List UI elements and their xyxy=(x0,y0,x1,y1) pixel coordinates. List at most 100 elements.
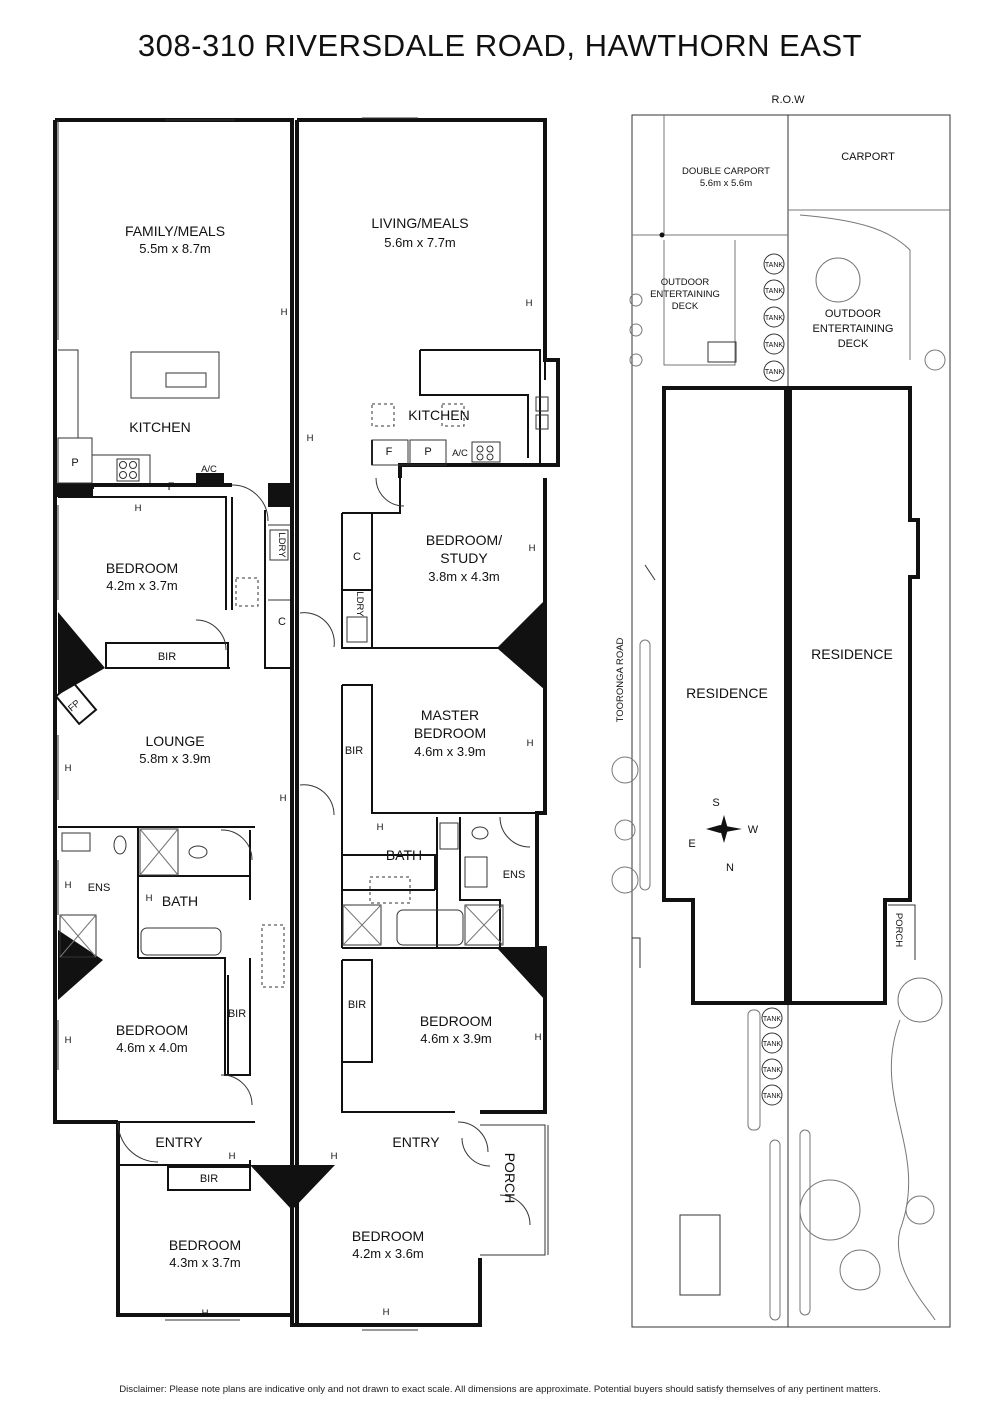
room-entry-left: ENTRY xyxy=(155,1134,203,1150)
room-bedroom-2-name: BEDROOM xyxy=(116,1022,188,1038)
room-living-dims: 5.6m x 7.7m xyxy=(384,235,456,250)
room-master-name-1: MASTER xyxy=(421,707,479,723)
compass-rose-icon xyxy=(706,815,742,843)
heater-label: H xyxy=(377,822,384,833)
room-bedroom-4-name: BEDROOM xyxy=(169,1237,241,1253)
party-wall xyxy=(290,120,299,1325)
room-lounge-dims: 5.8m x 3.9m xyxy=(139,751,211,766)
room-family-name: FAMILY/MEALS xyxy=(125,223,225,239)
compass-w: W xyxy=(748,824,759,836)
room-kitchen-left: KITCHEN xyxy=(129,419,190,435)
tank-group-top: TANK TANK TANK TANK TANK xyxy=(763,253,785,382)
heater-label: H xyxy=(529,543,536,554)
pantry-label-right: P xyxy=(424,446,431,458)
fridge-label-right: F xyxy=(386,446,393,458)
heater-label: H xyxy=(280,793,287,804)
room-study-dims: 3.8m x 4.3m xyxy=(428,569,500,584)
residence-right-outline xyxy=(788,386,920,1005)
heater-label: H xyxy=(331,1151,338,1162)
room-lounge-name: LOUNGE xyxy=(145,733,204,749)
ac-label-left: A/C xyxy=(201,464,217,475)
double-carport-label: DOUBLE CARPORT xyxy=(682,166,770,177)
room-study-name-2: STUDY xyxy=(440,550,488,566)
heater-label: H xyxy=(307,433,314,444)
deck-right-label-1: OUTDOOR xyxy=(825,308,881,320)
room-living-name: LIVING/MEALS xyxy=(371,215,468,231)
heater-label: H xyxy=(146,893,153,904)
fridge-label-left: F xyxy=(168,481,175,493)
deck-left-label-2: ENTERTAINING xyxy=(650,289,720,300)
row-label: R.O.W xyxy=(772,94,806,106)
cupboard-label-left: C xyxy=(278,616,286,628)
heater-label: H xyxy=(135,503,142,514)
heater-label: H xyxy=(229,1151,236,1162)
room-bedroom-4-dims: 4.3m x 3.7m xyxy=(169,1255,241,1270)
tank-label: TANK xyxy=(763,1093,781,1100)
heater-label: H xyxy=(202,1308,209,1319)
tank-label: TANK xyxy=(765,262,783,269)
room-bedroom-1-name: BEDROOM xyxy=(106,560,178,576)
tank-label: TANK xyxy=(765,315,783,322)
room-bedroom-2-dims: 4.6m x 4.0m xyxy=(116,1040,188,1055)
heater-label: H xyxy=(65,1035,72,1046)
site-porch-label: PORCH xyxy=(893,913,904,947)
deck-right-label-2: ENTERTAINING xyxy=(813,323,894,335)
residence-left-label: RESIDENCE xyxy=(686,685,768,701)
disclaimer-text: Disclaimer: Please note plans are indica… xyxy=(119,1384,881,1395)
room-bath-left: BATH xyxy=(162,893,198,909)
bir-label-3: BIR xyxy=(228,1008,246,1020)
deck-right-label-3: DECK xyxy=(838,338,869,350)
heater-label: H xyxy=(281,307,288,318)
room-bedroom-5-name: BEDROOM xyxy=(352,1228,424,1244)
bir-label-5: BIR xyxy=(200,1173,218,1185)
double-carport-dims: 5.6m x 5.6m xyxy=(700,178,752,189)
tank-label: TANK xyxy=(765,342,783,349)
room-ens-right: ENS xyxy=(503,869,526,881)
room-master-dims: 4.6m x 3.9m xyxy=(414,744,486,759)
compass-e: E xyxy=(688,838,695,850)
cupboard-label-right: C xyxy=(353,551,361,563)
room-study-name-1: BEDROOM/ xyxy=(426,532,502,548)
road-label: TOORONGA ROAD xyxy=(615,637,626,722)
site-boundary xyxy=(631,114,951,1328)
room-bedroom-3-dims: 4.6m x 3.9m xyxy=(420,1031,492,1046)
room-entry-right: ENTRY xyxy=(392,1134,440,1150)
room-bedroom-3-name: BEDROOM xyxy=(420,1013,492,1029)
heater-label: H xyxy=(535,1032,542,1043)
heater-label: H xyxy=(383,1307,390,1318)
room-master-name-2: BEDROOM xyxy=(414,725,486,741)
tank-label: TANK xyxy=(765,369,783,376)
bir-label-2: BIR xyxy=(345,745,363,757)
heater-label: H xyxy=(526,298,533,309)
deck-left-label-1: OUTDOOR xyxy=(661,277,710,288)
ac-label-right: A/C xyxy=(452,448,468,459)
room-kitchen-right: KITCHEN xyxy=(408,407,469,423)
floor-plan xyxy=(53,117,560,1331)
residence-left-outline xyxy=(662,386,788,1005)
residence-right-label: RESIDENCE xyxy=(811,646,893,662)
heater-label: H xyxy=(65,763,72,774)
room-bedroom-5-dims: 4.2m x 3.6m xyxy=(352,1246,424,1261)
room-family-dims: 5.5m x 8.7m xyxy=(139,241,211,256)
site-plan xyxy=(611,114,951,1328)
tank-label: TANK xyxy=(763,1067,781,1074)
tank-label: TANK xyxy=(763,1041,781,1048)
heater-label: H xyxy=(65,880,72,891)
room-bedroom-1-dims: 4.2m x 3.7m xyxy=(106,578,178,593)
page-title: 308-310 RIVERSDALE ROAD, HAWTHORN EAST xyxy=(137,28,863,63)
laundry-label-right: LDRY xyxy=(354,591,365,617)
carport-label: CARPORT xyxy=(841,151,895,163)
laundry-label-left: LDRY xyxy=(276,532,287,558)
heater-label: H xyxy=(527,738,534,749)
room-bath-right: BATH xyxy=(386,847,422,863)
bir-label-4: BIR xyxy=(348,999,366,1011)
pantry-label-left: P xyxy=(71,457,78,469)
deck-left-label-3: DECK xyxy=(672,301,699,312)
tank-label: TANK xyxy=(765,288,783,295)
room-porch: PORCH xyxy=(502,1153,518,1204)
tank-label: TANK xyxy=(763,1016,781,1023)
bir-label-1: BIR xyxy=(158,651,176,663)
tank-group-bottom: TANK TANK TANK TANK xyxy=(761,1007,783,1106)
compass-s: S xyxy=(712,797,719,809)
